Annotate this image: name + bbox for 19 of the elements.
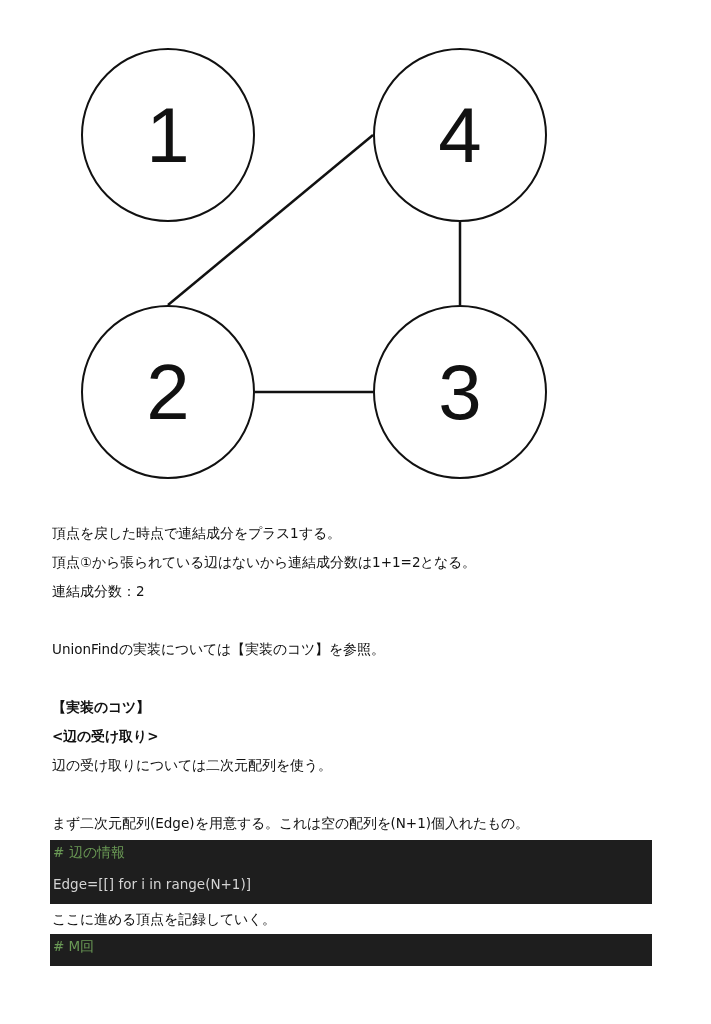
- paragraph: ここに進める頂点を記録していく。: [52, 910, 276, 928]
- heading: 【実装のコツ】: [52, 698, 150, 716]
- paragraph: UnionFindの実装については【実装のコツ】を参照。: [52, 640, 385, 658]
- paragraph: 連結成分数：2: [52, 582, 145, 600]
- heading: <辺の受け取り>: [52, 727, 159, 745]
- vertex-circle: 4: [373, 48, 547, 222]
- graph-edge: [255, 390, 373, 394]
- paragraph: まず二次元配列(Edge)を用意する。これは空の配列を(N+1)個入れたもの。: [52, 814, 530, 832]
- paragraph: 頂点①から張られている辺はないから連結成分数は1+1=2となる。: [52, 553, 477, 571]
- code-comment: # 辺の情報: [53, 843, 125, 861]
- graph-edge: [458, 222, 462, 305]
- vertex-circle: 2: [81, 305, 255, 479]
- paragraph: 頂点を戻した時点で連結成分をプラス1する。: [52, 524, 341, 542]
- code-line: Edge=[[] for i in range(N+1)]: [53, 875, 251, 893]
- graph-edge: [167, 134, 374, 306]
- vertex-circle: 1: [81, 48, 255, 222]
- code-comment: # M回: [53, 937, 95, 955]
- vertex-circle: 3: [373, 305, 547, 479]
- paragraph: 辺の受け取りについては二次元配列を使う。: [52, 756, 332, 774]
